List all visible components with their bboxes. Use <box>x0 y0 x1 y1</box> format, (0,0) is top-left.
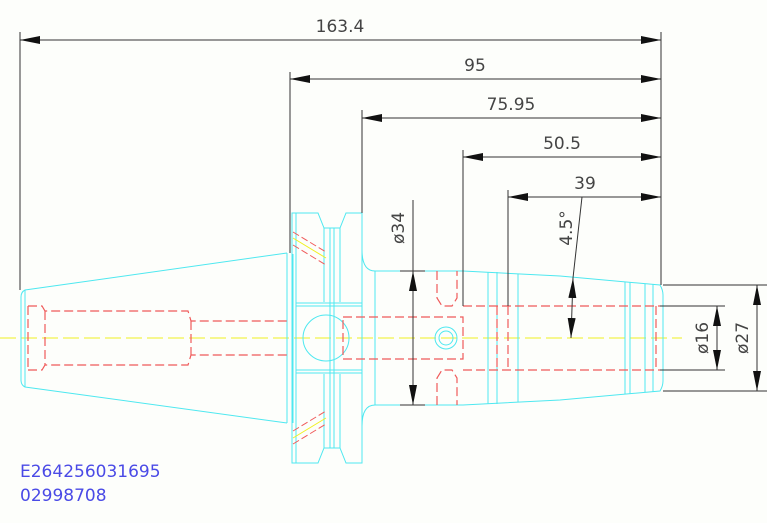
shank-taper-outline <box>20 252 288 424</box>
dim-taper-angle: 4.5° <box>557 210 577 246</box>
part-code: E264256031695 <box>20 462 161 482</box>
dim-flange-to-end: 95 <box>464 56 486 76</box>
dim-body-to-end: 75.95 <box>487 95 536 115</box>
dim-body-diameter: ø34 <box>389 212 409 244</box>
dim-taper-length: 39 <box>574 174 596 194</box>
dim-nose-diameter: ø27 <box>733 322 753 354</box>
dim-overall-length: 163.4 <box>316 17 365 37</box>
flange-hatch <box>292 231 327 445</box>
dim-bore-diameter: ø16 <box>693 322 713 354</box>
flange-outline <box>291 212 363 464</box>
dimension-lines <box>19 32 767 406</box>
body-outline <box>361 249 664 427</box>
item-number: 02998708 <box>20 486 107 506</box>
dim-bore-start: 50.5 <box>543 134 581 154</box>
hidden-bore-lines <box>27 271 660 405</box>
